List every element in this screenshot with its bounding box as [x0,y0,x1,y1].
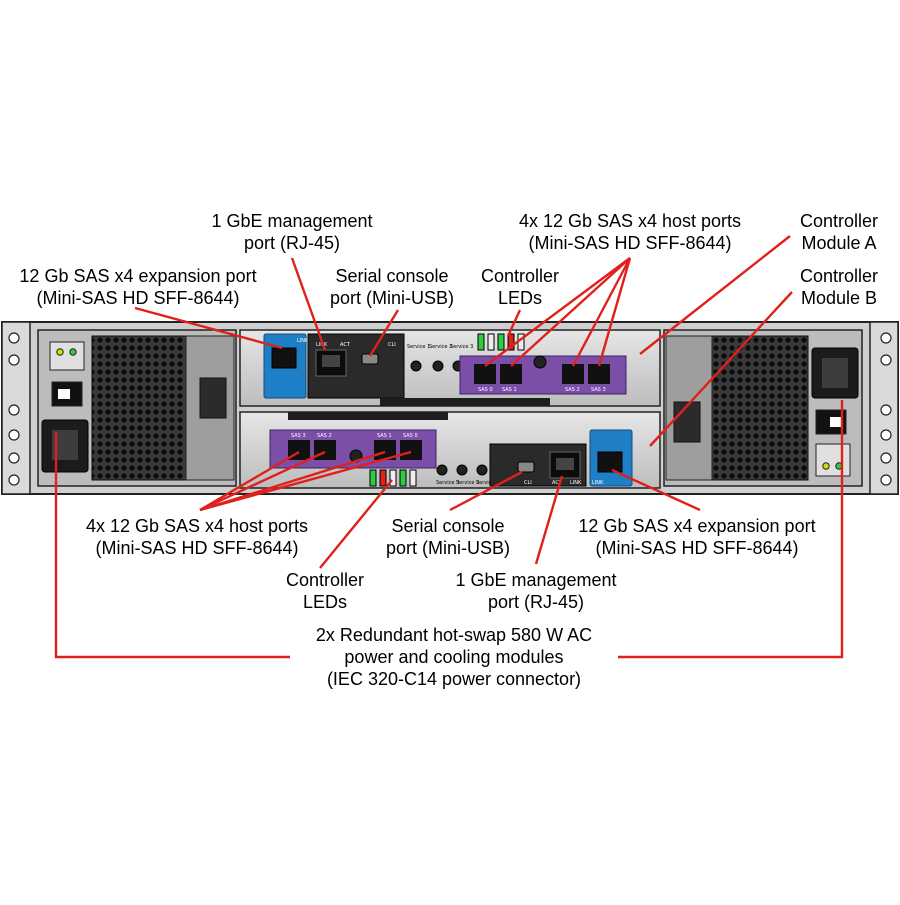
callout-ctrl-a-line1: Controller [800,211,878,231]
psu-left [37,329,237,487]
label-service-b1: Service 1 [476,480,499,486]
leader-ctrl-a [639,235,791,355]
sas-host-port-a0[interactable] [474,364,496,384]
leader-host-top-1 [510,257,631,367]
callout-exp-top-line1: 12 Gb SAS x4 expansion port [19,266,256,286]
label-sas-b2: SAS 2 [317,433,332,439]
leader-psu [54,400,844,659]
psu-status-panel-right [815,443,851,477]
leader-lines [54,235,844,659]
callout-host-bottom-line1: 4x 12 Gb SAS x4 host ports [86,516,308,536]
leader-host-top-0 [484,257,631,367]
callout-psu-line1: 2x Redundant hot-swap 580 W AC [316,625,592,645]
label-service-b3: Service 3 [436,480,459,486]
callout-psu-line3: (IEC 320-C14 power connector) [327,669,581,689]
label-sas-b0: SAS 0 [403,433,418,439]
leader-serial-bottom [449,470,523,512]
handle-a[interactable] [380,398,550,406]
callout-leds-top-line2: LEDs [498,288,542,308]
leader-host-top-2 [571,257,632,367]
controller-module-b: SAS 3 SAS 2 SAS 1 SAS 0 Service 3 Servic… [239,411,661,489]
controller-module-a: LINK LINK ACT CLI Service 1 Service 2 Se… [239,329,661,407]
callout-serial-top-line2: port (Mini-USB) [330,288,454,308]
sas-expansion-port-a[interactable] [271,347,297,369]
callout-mgmt-top-line2: port (RJ-45) [244,233,340,253]
callout-leds-bottom-line1: Controller [286,570,364,590]
label-service-a1: Service 1 [407,344,430,350]
leader-host-bottom-1 [199,450,326,512]
label-sas-b1: SAS 1 [377,433,392,439]
sas-host-port-a2[interactable] [562,364,584,384]
psu-status-panel-left [49,341,85,371]
sas-host-port-a3[interactable] [588,364,610,384]
leader-leds-bottom [319,479,393,569]
callout-ctrl-b-line1: Controller [800,266,878,286]
psu-right [663,329,863,487]
label-cli-a: CLI [388,342,396,348]
callout-leds-top-line1: Controller [481,266,559,286]
label-sas-b3: SAS 3 [291,433,306,439]
leader-exp-bottom [611,468,701,512]
leader-host-bottom-0 [199,450,300,512]
label-service-b2: Service 2 [456,480,479,486]
psu-latch-right [673,401,701,443]
psu-latch-left [199,377,227,419]
callout-host-top-line1: 4x 12 Gb SAS x4 host ports [519,211,741,231]
label-act-a: ACT [340,342,351,348]
label-sas-a2: SAS 2 [565,387,580,393]
label-cli-b: CLI [524,480,532,486]
label-service-a3: Service 3 [450,344,473,350]
service-ports-b: Service 3 Service 2 Service 1 [436,464,499,486]
label-sas-a1: SAS 1 [502,387,517,393]
sas-host-port-b2[interactable] [374,440,396,460]
label-link-a1: LINK [297,338,309,344]
callout-serial-bottom-line2: port (Mini-USB) [386,538,510,558]
sas-expansion-port-b[interactable] [597,451,623,473]
chassis: LINK LINK ACT CLI Service 1 Service 2 Se… [1,321,899,495]
controller-leds-b [369,469,417,487]
callout-labels: 1 GbE management port (RJ-45) 4x 12 Gb S… [19,211,878,689]
callout-psu-line2: power and cooling modules [344,647,563,667]
callout-exp-bottom-line1: 12 Gb SAS x4 expansion port [578,516,815,536]
handle-b[interactable] [288,412,448,420]
callout-host-top-line2: (Mini-SAS HD SFF-8644) [528,233,731,253]
leader-mgmt-bottom [534,475,564,565]
leader-mgmt-top [290,257,327,351]
callout-ctrl-b-line2: Module B [801,288,877,308]
label-sas-a0: SAS 0 [478,387,493,393]
sas-host-port-b3[interactable] [400,440,422,460]
label-link-b1: LINK [592,480,604,486]
mini-usb-port-b[interactable] [517,461,535,473]
sas-host-port-b1[interactable] [314,440,336,460]
callout-serial-top-line1: Serial console [335,266,448,286]
leader-leds-top [506,309,522,337]
label-act-b: ACT [552,480,563,486]
callout-host-bottom-line2: (Mini-SAS HD SFF-8644) [95,538,298,558]
callout-ctrl-a-line2: Module A [801,233,876,253]
label-sas-a3: SAS 3 [591,387,606,393]
callout-serial-bottom-line1: Serial console [391,516,504,536]
callout-exp-top-line2: (Mini-SAS HD SFF-8644) [36,288,239,308]
leader-host-bottom-3 [199,450,412,512]
label-service-a2: Service 2 [429,344,452,350]
leader-exp-top [134,306,283,350]
leader-serial-top [368,309,400,357]
leader-ctrl-b [649,291,793,447]
reset-button-a[interactable] [533,355,547,369]
label-link-b2: LINK [570,480,582,486]
callout-mgmt-bottom-line2: port (RJ-45) [488,592,584,612]
leader-host-top-3 [597,257,632,367]
callout-leds-bottom-line2: LEDs [303,592,347,612]
callout-mgmt-top-line1: 1 GbE management [211,211,372,231]
sas-host-port-a1[interactable] [500,364,522,384]
callout-mgmt-bottom-line1: 1 GbE management [455,570,616,590]
callout-exp-bottom-line2: (Mini-SAS HD SFF-8644) [595,538,798,558]
